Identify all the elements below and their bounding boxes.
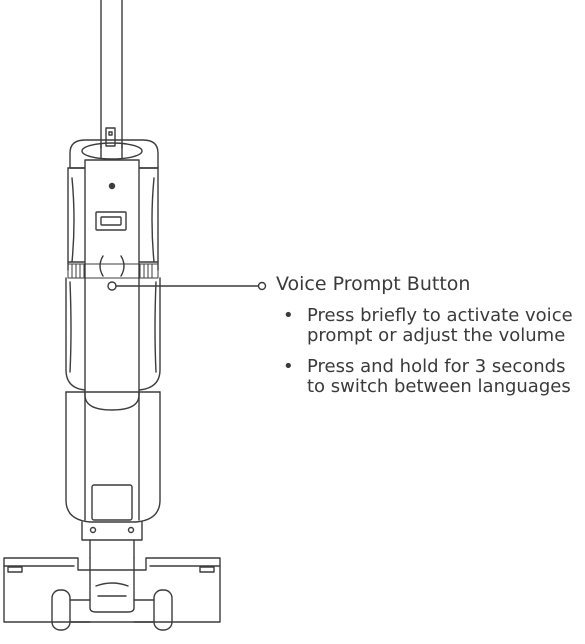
bullet-text: Press and hold for 3 seconds to switch b…: [307, 356, 571, 397]
bullet-item: • Press briefly to activate voice prompt…: [283, 306, 583, 346]
bullet-dot: •: [283, 305, 294, 326]
middle-housing: [65, 277, 161, 391]
callout-leader: [115, 281, 267, 291]
bullet-text: Press briefly to activate voice prompt o…: [307, 305, 573, 346]
bullet-dot: •: [283, 356, 294, 377]
lower-housing: [65, 391, 161, 534]
vent-grille: [67, 263, 159, 279]
body-top-cap: [69, 139, 159, 169]
front-panel: [84, 159, 140, 411]
neck: [81, 521, 143, 559]
callout-title: Voice Prompt Button: [276, 273, 471, 295]
bullet-item: • Press and hold for 3 seconds to switch…: [283, 357, 583, 397]
floor-head: [3, 557, 221, 631]
handle-pole: [100, 0, 123, 149]
callout-bullet-list: • Press briefly to activate voice prompt…: [283, 306, 583, 408]
